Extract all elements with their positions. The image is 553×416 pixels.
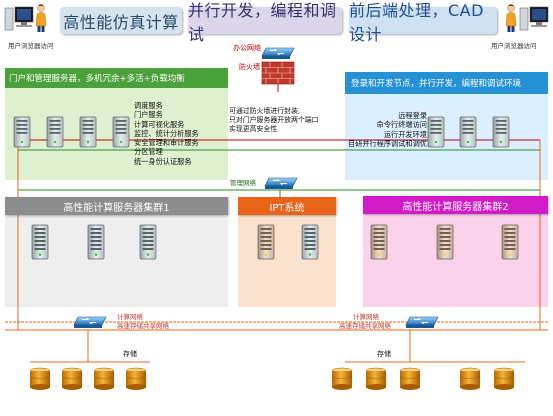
portal-service-item: 分区管理 <box>134 147 163 157</box>
storage-barrel-icon <box>61 367 83 391</box>
login-service-item: 远程登录 <box>398 111 427 120</box>
ipt-server-icon <box>257 224 275 260</box>
compute-switch-right-icon <box>405 316 439 329</box>
storage-barrel-icon <box>399 367 421 391</box>
compute-switch-left-icon <box>73 316 107 329</box>
ipt-title: IPT系统 <box>238 197 336 215</box>
office-switch-icon <box>261 47 295 60</box>
login-service-item: 命令行终端访问 <box>376 120 427 130</box>
storage-barrel-icon <box>331 367 353 391</box>
storage-barrel-icon <box>125 367 147 391</box>
storage-right-group <box>331 367 515 391</box>
portal-title-bar <box>5 68 228 88</box>
portal-service-item: 计算可视化服务 <box>134 119 185 129</box>
firewall-note-line: 只对门户服务器开放两个端口 <box>229 116 319 124</box>
portal-service-item: 安全管理和审计服务 <box>134 138 199 148</box>
firewall-icon <box>261 61 295 85</box>
storage-network-label-right: 高速存储共享网络 <box>339 322 391 330</box>
portal-services-list: 调度服务 门户服务 计算可视化服务 监控、统计分析服务 安全管理和审计服务 分区… <box>134 101 199 166</box>
management-switch-icon <box>264 177 298 190</box>
storage-barrel-icon <box>29 367 51 391</box>
compute-network-label-right: 计算网络 <box>353 313 379 321</box>
login-server-icon <box>427 116 445 148</box>
compute-server-icon <box>31 224 49 260</box>
portal-server-icon <box>46 116 64 148</box>
storage-barrel-icon <box>493 367 515 391</box>
storage-label-right: 存储 <box>377 350 391 358</box>
connection-lines <box>5 62 548 363</box>
portal-server-icon <box>112 116 130 148</box>
login-server-icon <box>459 116 477 148</box>
login-title-bar <box>345 72 548 94</box>
portal-service-item: 统一身份认证服务 <box>134 156 192 166</box>
storage-left-group <box>29 367 147 391</box>
compute-server-icon <box>139 224 157 260</box>
portal-title: 门户和管理服务器，多机冗余+多活+负载均衡 <box>9 74 185 84</box>
portal-service-item: 调度服务 <box>134 101 163 110</box>
portal-service-item: 监控、统计分析服务 <box>134 128 199 138</box>
office-network-label: 办公网络 <box>233 44 261 52</box>
login-services-list: 远程登录 命令行终端访问 运行开发环境 自研并行程序调试和调优 <box>343 111 427 148</box>
user-person-right-icon <box>505 3 517 33</box>
compute-network-label-left: 计算网络 <box>117 313 143 321</box>
firewall-note-line: 可通过防火墙进行封装, <box>229 107 301 115</box>
compute-server-icon <box>501 224 519 260</box>
firewall-label: 防火墙 <box>239 63 260 71</box>
cluster1-title: 高性能计算服务器集群1 <box>5 197 228 215</box>
login-server-group <box>427 116 510 148</box>
portal-service-item: 门户服务 <box>134 110 163 120</box>
compute-server-icon <box>436 224 454 260</box>
login-title: 登录和开发节点，并行开发，编程和调试环境 <box>351 79 522 89</box>
storage-network-label-left: 高速存储共享网络 <box>117 322 169 330</box>
compute-server-icon <box>87 224 105 260</box>
portal-server-icon <box>13 116 31 148</box>
storage-label-left: 存储 <box>123 350 137 358</box>
management-network-label: 管理网络 <box>230 179 256 187</box>
compute-server-icon <box>370 224 388 260</box>
cluster2-title: 高性能计算服务器集群2 <box>363 196 548 214</box>
user-person-left-icon <box>35 3 47 33</box>
login-service-item: 运行开发环境 <box>383 129 427 139</box>
header-center-title: 并行开发，编程和调试 <box>188 1 342 44</box>
storage-barrel-icon <box>459 367 481 391</box>
firewall-note: 可通过防火墙进行封装, 只对门户服务器开放两个端口 实现更高安全性 <box>229 107 319 134</box>
user-pc-right-icon <box>519 6 549 31</box>
firewall-note-line: 实现更高安全性 <box>229 125 278 133</box>
storage-barrel-icon <box>365 367 387 391</box>
user-caption-left: 用户浏览器访问 <box>8 42 54 50</box>
header-right-title: 前后端处理，CAD设计 <box>349 1 497 44</box>
header-left-title: 高性能仿真计算 <box>60 7 182 34</box>
user-caption-right: 用户浏览器访问 <box>491 42 537 50</box>
portal-server-icon <box>79 116 97 148</box>
storage-barrel-icon <box>93 367 115 391</box>
user-pc-left-icon <box>4 6 34 31</box>
login-service-item: 自研并行程序调试和调优 <box>347 138 427 148</box>
ipt-panel <box>238 197 336 307</box>
ipt-server-icon <box>301 224 319 260</box>
login-server-icon <box>492 116 510 148</box>
